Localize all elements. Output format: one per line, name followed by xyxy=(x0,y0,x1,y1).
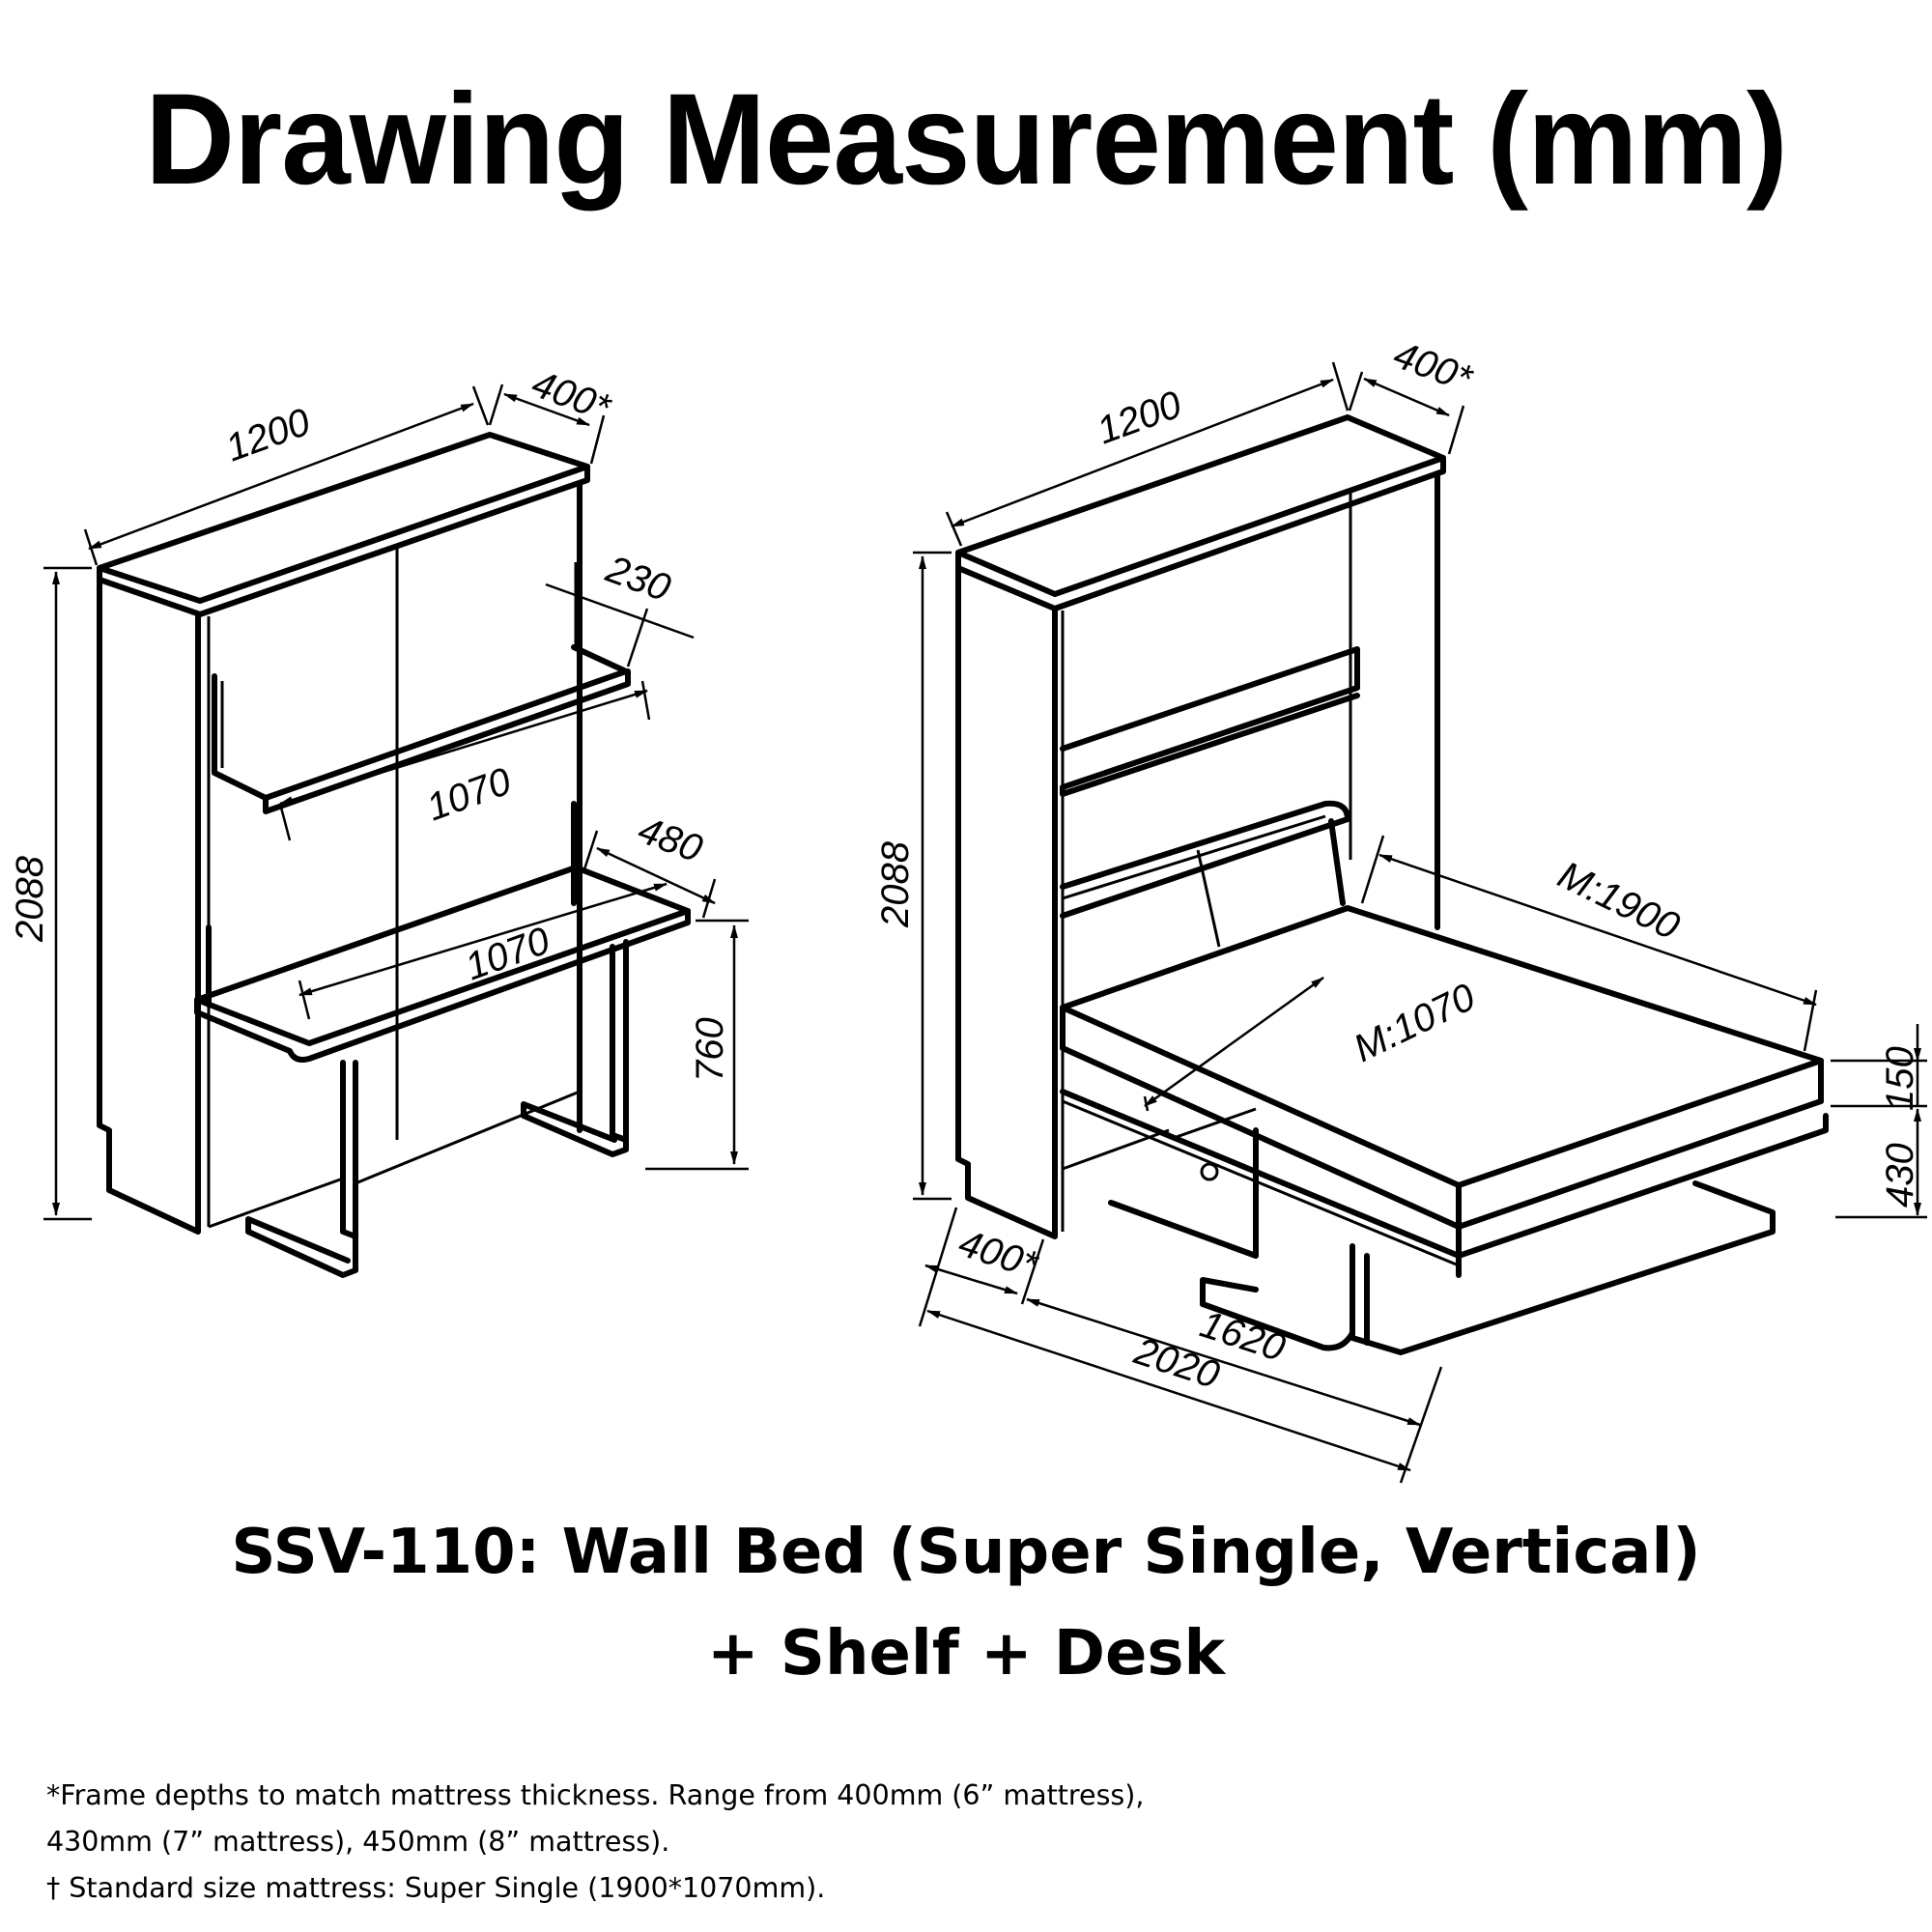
footnote-frame-depth: *Frame depths to match mattress thicknes… xyxy=(46,1779,1145,1811)
footnotes: *Frame depths to match mattress thicknes… xyxy=(46,1773,1144,1912)
product-addons: + Shelf + Desk xyxy=(706,1618,1226,1690)
page-title: Drawing Measurement (mm) xyxy=(145,68,1788,212)
label-right-height: 2088 xyxy=(874,840,917,928)
label-mattress-thickness: 150 xyxy=(1879,1046,1921,1111)
label-shelf-width: 1070 xyxy=(421,760,517,830)
right-dimension-lines xyxy=(913,361,1927,1484)
label-left-height: 2088 xyxy=(9,855,51,943)
right-bed-drawing xyxy=(955,414,1829,1355)
label-right-depth: 400* xyxy=(1388,333,1479,401)
label-mattress-width: M:1070 xyxy=(1348,976,1482,1070)
label-left-width: 1200 xyxy=(220,401,316,470)
label-desk-height: 760 xyxy=(689,1017,731,1082)
label-mattress-length: M:1900 xyxy=(1551,854,1686,949)
left-dimension-lines xyxy=(43,384,749,1221)
label-bed-height: 430 xyxy=(1879,1143,1921,1208)
left-cabinet-drawing xyxy=(97,432,691,1278)
label-shelf-depth: 230 xyxy=(600,548,676,611)
product-name: SSV-110: Wall Bed (Super Single, Vertica… xyxy=(231,1517,1701,1588)
label-desk-depth: 480 xyxy=(633,809,708,870)
footnote-frame-depth-cont: 430mm (7” mattress), 450mm (8” mattress)… xyxy=(46,1826,670,1858)
footnote-mattress-size: † Standard size mattress: Super Single (… xyxy=(46,1872,826,1904)
